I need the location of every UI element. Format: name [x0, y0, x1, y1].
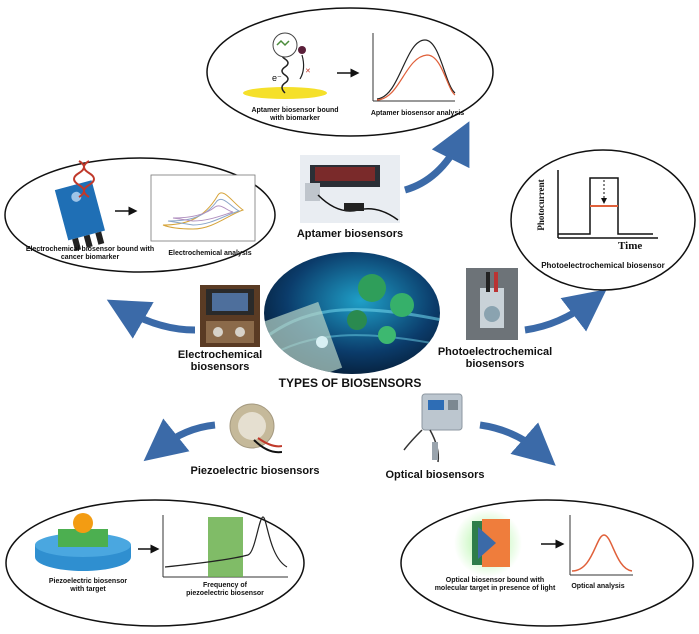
photoelectrochemical-label: Photoelectrochemical biosensors	[430, 346, 560, 370]
photocurrent-axis-label: Photocurrent	[536, 179, 546, 231]
piezoelectric-caption-right: Frequency of piezoelectric biosensor	[175, 582, 275, 598]
electrochemical-caption-right: Electrochemical analysis	[168, 250, 252, 257]
arrow-to-photoelectrochemical	[524, 289, 607, 334]
piezoelectric-caption-right-line2: piezoelectric biosensor	[186, 590, 264, 597]
arrow-to-aptamer	[403, 121, 470, 194]
piezoelectric-label: Piezoelectric biosensors	[190, 465, 320, 477]
piezoelectric-caption-left-line2: with target	[70, 586, 106, 593]
electrochemical-caption-left-line1: Electrochemical biosensor bound with	[25, 246, 155, 253]
piezoelectric-caption-left: Piezoelectric biosensor with target	[38, 578, 138, 594]
frequency-plot	[162, 515, 288, 578]
optical-analysis-plot	[569, 515, 633, 576]
electrochemical-caption-left: Electrochemical biosensor bound with can…	[20, 246, 160, 262]
piezoelectric-sensor-icon	[35, 513, 131, 571]
aptamer-caption-left-line1: Aptamer biosensor bound	[251, 107, 339, 114]
aptamer-caption-right: Aptamer biosensor analysis	[370, 110, 465, 117]
aptamer-analysis-plot	[372, 33, 456, 102]
optical-caption-left-line1: Optical biosensor bound with	[445, 577, 545, 584]
arrow-to-optical	[479, 421, 556, 466]
photoelectrochemical-label-line2: biosensors	[465, 358, 525, 370]
cyclic-voltammetry-plot	[150, 174, 256, 242]
aptamer-label: Aptamer biosensors	[296, 228, 404, 240]
aptamer-caption-left: Aptamer biosensor bound with biomarker	[245, 107, 345, 123]
optical-caption-left-line2: molecular target in presence of light	[434, 585, 556, 592]
photoelectrochemical-label-line1: Photoelectrochemical	[437, 346, 553, 358]
electron-label: e⁻	[272, 73, 282, 83]
time-axis-label: Time	[618, 240, 643, 252]
aptamer-device-photo	[300, 155, 400, 223]
piezoelectric-ellipse	[5, 499, 305, 627]
center-biosensor-illustration	[264, 252, 440, 374]
piezoelectric-caption-left-line1: Piezoelectric biosensor	[48, 578, 128, 585]
optical-caption-left: Optical biosensor bound with molecular t…	[430, 577, 560, 593]
aptamer-ellipse: ✕	[206, 7, 494, 137]
piezoelectric-caption-right-line1: Frequency of	[203, 582, 247, 589]
photocurrent-plot	[557, 170, 658, 239]
photoelectrochemical-ellipse	[510, 149, 696, 291]
center-title: TYPES OF BIOSENSORS	[278, 376, 422, 390]
electrochemical-caption-left-line2: cancer biomarker	[60, 254, 120, 261]
aptamer-caption-left-line2: with biomarker	[270, 115, 320, 122]
electrochemical-ellipse	[4, 157, 276, 273]
electrode-strip	[54, 180, 105, 251]
photoelectrochemical-caption: Photoelectrochemical biosensor	[541, 261, 665, 270]
optical-label: Optical biosensors	[385, 469, 485, 481]
optical-sensor-icon	[454, 509, 522, 577]
photoelectrochemical-device-photo	[466, 268, 518, 340]
optical-ellipse	[400, 499, 694, 627]
piezoelectric-disc-photo	[229, 403, 282, 454]
spark-icon: ✕	[305, 68, 311, 75]
optical-caption-right: Optical analysis	[571, 583, 625, 590]
electrochemical-device-photo	[200, 285, 260, 347]
electrochemical-label: Electrochemical biosensors	[177, 349, 263, 373]
arrow-to-electrochemical	[106, 299, 196, 339]
arrow-to-piezoelectric	[143, 418, 216, 462]
redox-tag	[298, 46, 306, 54]
optical-device-photo	[403, 393, 463, 463]
